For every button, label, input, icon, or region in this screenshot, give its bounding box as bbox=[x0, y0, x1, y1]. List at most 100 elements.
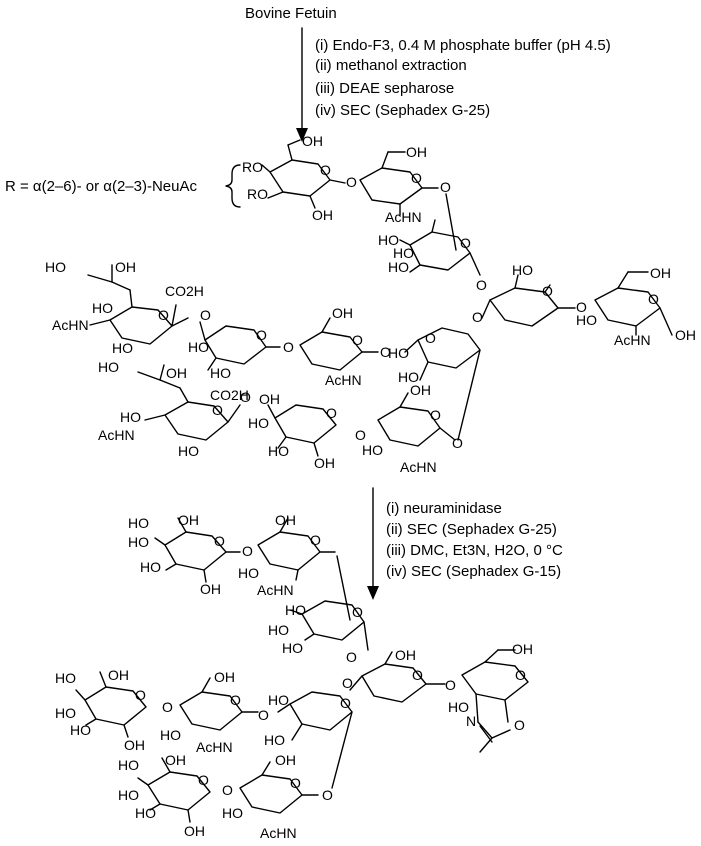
p-atom-oh-6: OH bbox=[214, 669, 235, 685]
atom-o-ring-9: O bbox=[158, 307, 169, 323]
atom-ro-1: RO bbox=[242, 159, 263, 175]
p-atom-ho-12: HO bbox=[55, 670, 76, 686]
prod-ring-gal-1 bbox=[154, 517, 241, 583]
p-atom-o-ring-8: O bbox=[135, 687, 146, 703]
p-atom-ho-4: HO bbox=[238, 565, 259, 581]
atom-o-link-5: O bbox=[472, 309, 483, 325]
p-atom-ho-18: HO bbox=[135, 805, 156, 821]
reaction-arrow-2-head bbox=[367, 586, 379, 600]
p-atom-o-ring-10: O bbox=[198, 772, 209, 788]
atom-oh-6: OH bbox=[675, 327, 696, 343]
atom-ho-10: HO bbox=[45, 259, 66, 275]
p-atom-n-oxazoline: N bbox=[466, 713, 476, 729]
atom-oh-8: OH bbox=[115, 259, 136, 275]
atom-ho-7: HO bbox=[388, 345, 409, 361]
p-atom-o-link-8: O bbox=[222, 782, 233, 798]
p-atom-o-oxazoline: O bbox=[514, 717, 525, 733]
p-atom-o-link-1: O bbox=[242, 543, 253, 559]
p-atom-achn-3: AcHN bbox=[260, 825, 297, 841]
prod-ring-man-1 bbox=[289, 600, 369, 651]
r-group-brace bbox=[225, 164, 241, 208]
p-atom-oh-4: OH bbox=[395, 647, 416, 663]
p-atom-ho-7: HO bbox=[282, 640, 303, 656]
atom-achn-6: AcHN bbox=[98, 427, 135, 443]
p-atom-o-ring-9: O bbox=[290, 775, 301, 791]
ring-neuac-2 bbox=[137, 364, 241, 441]
step1-condition-1: (i) Endo-F3, 0.4 M phosphate buffer (pH … bbox=[315, 37, 611, 54]
atom-oh-5: OH bbox=[650, 265, 671, 281]
p-atom-ho-5: HO bbox=[285, 602, 306, 618]
p-atom-o-ring-3: O bbox=[352, 604, 363, 620]
atom-oh-2: OH bbox=[312, 207, 333, 223]
atom-achn-4: AcHN bbox=[52, 317, 89, 333]
p-atom-ho-2: HO bbox=[128, 534, 149, 550]
atom-oh-12: OH bbox=[166, 365, 187, 381]
atom-ho-17: HO bbox=[120, 409, 141, 425]
r-group-definition: R = α(2–6)- or α(2–3)-NeuAc bbox=[5, 178, 197, 195]
atom-oh-9: OH bbox=[410, 382, 431, 398]
atom-o-ring-4: O bbox=[542, 283, 553, 299]
start-material-label: Bovine Fetuin bbox=[245, 5, 337, 22]
p-atom-oh-8: OH bbox=[124, 737, 145, 753]
ring-glcnac-antenna-1 bbox=[299, 317, 379, 371]
p-atom-achn-1: AcHN bbox=[257, 582, 294, 598]
p-atom-oh-7: OH bbox=[108, 667, 129, 683]
atom-o-link-1: O bbox=[346, 174, 357, 190]
atom-o-ring-1: O bbox=[320, 162, 331, 178]
atom-o-ring-2: O bbox=[411, 170, 422, 186]
step2-condition-4: (iv) SEC (Sephadex G-15) bbox=[386, 563, 561, 580]
p-atom-o-link-4: O bbox=[342, 675, 353, 691]
ring-gal-antenna-2 bbox=[267, 404, 337, 457]
ring-glcnac-reducing bbox=[594, 271, 673, 336]
p-atom-oh-1: OH bbox=[178, 512, 199, 528]
prod-ring-man-2 bbox=[277, 691, 353, 789]
p-atom-o-ring-6: O bbox=[340, 695, 351, 711]
atom-ro-2: RO bbox=[247, 186, 268, 202]
atom-oh-3: OH bbox=[406, 144, 427, 160]
atom-o-link-10: O bbox=[355, 427, 366, 443]
atom-ho-9: HO bbox=[210, 365, 231, 381]
atom-o-link-2: O bbox=[440, 179, 451, 195]
p-atom-o-ring-2: O bbox=[310, 532, 321, 548]
p-atom-ho-3: HO bbox=[140, 559, 161, 575]
p-atom-o-link-6: O bbox=[258, 707, 269, 723]
atom-achn-1: AcHN bbox=[385, 209, 422, 225]
p-atom-oh-9: OH bbox=[275, 752, 296, 768]
step2-condition-1: (i) neuraminidase bbox=[386, 500, 502, 517]
step1-condition-2: (ii) methanol extraction bbox=[315, 57, 467, 74]
atom-ho-3: HO bbox=[393, 245, 414, 261]
atom-ho-13: HO bbox=[362, 442, 383, 458]
atom-ho-6: HO bbox=[398, 369, 419, 385]
atom-ho-15: HO bbox=[268, 443, 289, 459]
step1-condition-4: (iv) SEC (Sephadex G-25) bbox=[315, 102, 490, 119]
p-atom-o-ring-5: O bbox=[515, 667, 526, 683]
atom-ho-14: HO bbox=[248, 415, 269, 431]
p-atom-ho-9: HO bbox=[268, 692, 289, 708]
prod-ring-gal-2 bbox=[75, 671, 147, 738]
atom-ho-18: HO bbox=[178, 443, 199, 459]
atom-ho-2: HO bbox=[388, 259, 409, 275]
atom-o-ring-8: O bbox=[256, 327, 267, 343]
atom-o-link-6: O bbox=[452, 435, 463, 451]
reaction-arrow-1-head bbox=[296, 128, 308, 142]
ring-glcnac-top bbox=[359, 151, 439, 216]
atom-oh-11: OH bbox=[259, 391, 280, 407]
atom-achn-5: AcHN bbox=[400, 459, 437, 475]
p-atom-ho-14: HO bbox=[70, 722, 91, 738]
product-oxazoline-structure: HO OH HO HO OH O O OH HO O AcHN HO HO HO… bbox=[55, 512, 533, 841]
ring-gal-antenna-1 bbox=[199, 321, 281, 371]
atom-ho-4: HO bbox=[512, 262, 533, 278]
atom-co2h-1: CO2H bbox=[165, 283, 204, 299]
atom-o-link-4: O bbox=[576, 299, 587, 315]
p-atom-ho-17: HO bbox=[118, 787, 139, 803]
ring-man-upper bbox=[399, 219, 481, 276]
p-atom-ho-13: HO bbox=[55, 705, 76, 721]
atom-oh-1: OH bbox=[302, 133, 323, 149]
p-atom-o-link-5: O bbox=[322, 787, 333, 803]
atom-co2h-2: CO2H bbox=[210, 387, 249, 403]
p-atom-o-link-2: O bbox=[346, 649, 357, 665]
prod-ring-man-core bbox=[349, 651, 446, 703]
atom-o-link-7: O bbox=[380, 344, 391, 360]
atom-o-link-11: O bbox=[240, 389, 251, 405]
